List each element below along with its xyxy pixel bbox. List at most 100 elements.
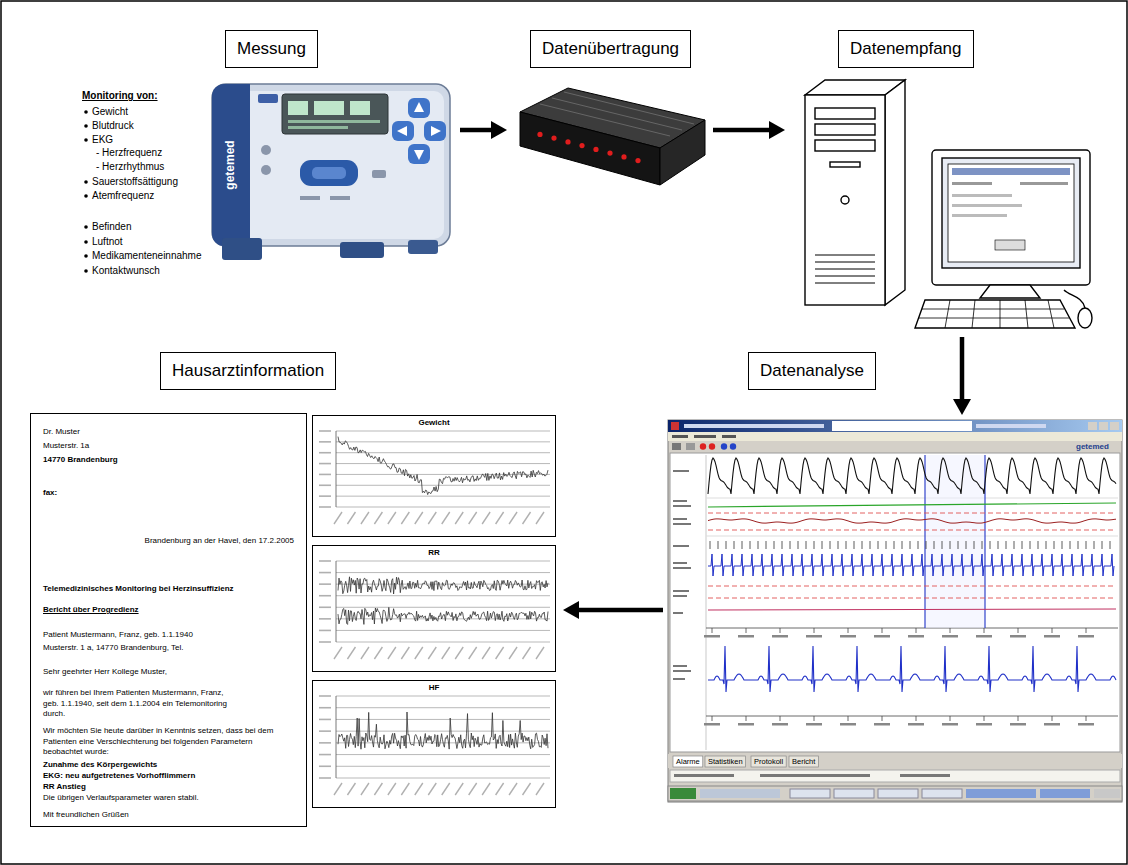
axis-tick-mark <box>319 430 331 432</box>
computer-part <box>1025 300 1028 328</box>
axis-tick-mark <box>319 441 331 443</box>
axis-tick-mark <box>319 606 331 608</box>
axis-tick-mark <box>319 474 331 476</box>
computer-part <box>932 150 1090 285</box>
software-screenshot-part <box>922 789 962 798</box>
axis-tick <box>1018 628 1019 633</box>
flow-arrow <box>563 601 663 619</box>
modem-part <box>607 151 612 156</box>
axis-tick-mark <box>319 730 331 732</box>
computer-part <box>952 194 1012 197</box>
date-tick-mark <box>523 647 531 659</box>
list-item-holder: EKG <box>92 134 113 146</box>
list-item-holder: Luftnot <box>92 236 123 248</box>
software-screenshot-part <box>673 562 687 564</box>
computer-part <box>972 300 975 328</box>
tab-shape <box>705 756 746 767</box>
modem-part <box>537 132 542 137</box>
axis-tick-mark <box>319 719 331 721</box>
list-bullet <box>84 180 88 184</box>
computer-part <box>1020 182 1068 185</box>
computer-part <box>815 124 875 135</box>
computer-part <box>980 285 1040 298</box>
computer-part <box>952 204 1022 207</box>
software-screenshot-part <box>670 788 696 799</box>
beat-marker <box>790 541 791 549</box>
software-screenshot-part <box>722 435 736 438</box>
date-tick-mark <box>334 512 342 524</box>
computer-part <box>1064 290 1085 308</box>
beat-marker <box>726 541 727 549</box>
letter-text: Telemedizinisches Monitoring bei Herzins… <box>43 584 294 595</box>
tab-label-holder: Protokoll <box>754 757 783 766</box>
monitoring-device-part <box>288 101 308 115</box>
date-tick-mark <box>469 647 477 659</box>
axis-tick <box>780 716 781 721</box>
tab-shape <box>751 756 786 767</box>
software-screenshot-part <box>976 424 1046 428</box>
list-bullet <box>84 124 88 128</box>
software-screenshot-part <box>673 545 689 547</box>
analysis-stage: Datenanalyse <box>668 420 1122 800</box>
computer-part <box>1078 308 1092 328</box>
tab-label: Bericht <box>792 757 815 766</box>
axis-tick <box>916 628 917 633</box>
date-tick-mark <box>536 647 544 659</box>
flow-arrow <box>713 121 785 139</box>
software-screenshot-part <box>706 498 1118 499</box>
monitoring-device-part <box>288 126 348 129</box>
monitoring-device-part <box>300 196 320 200</box>
computer-part <box>1000 300 1001 328</box>
list-bullet <box>84 240 88 244</box>
axis-line <box>336 431 337 507</box>
grid-line <box>336 431 550 432</box>
beat-marker <box>918 541 919 549</box>
monitoring-device-part <box>340 242 384 258</box>
software-screenshot-part <box>878 789 918 798</box>
date-tick-mark <box>415 647 423 659</box>
monitoring-device-part <box>424 121 446 141</box>
modem-part <box>635 158 640 163</box>
software-screenshot-part <box>673 505 691 507</box>
grid-line <box>336 441 550 442</box>
chart-series <box>338 577 548 594</box>
date-tick-mark <box>347 783 355 795</box>
monitoring-device-part <box>431 126 441 136</box>
axis-tick <box>712 716 713 721</box>
beat-marker <box>982 541 983 549</box>
monitoring-device-part <box>414 150 424 160</box>
axis-tick-mark <box>319 641 331 643</box>
axis-tick-mark <box>319 630 331 632</box>
computer-part <box>952 182 992 185</box>
date-tick-mark <box>455 512 463 524</box>
list-item: Atemfrequenz <box>92 190 154 202</box>
letter-text: Musterstr. 1 a, 14770 Brandenburg, Tel. <box>43 643 294 654</box>
computer-part <box>815 140 875 151</box>
axis-tick-mark <box>738 723 754 726</box>
chart-panel: RR <box>312 545 556 672</box>
beat-marker <box>1022 541 1023 549</box>
software-logo: getemed <box>1076 442 1109 452</box>
grid-line <box>336 766 550 767</box>
beat-marker <box>814 541 815 549</box>
tab-label: Alarme <box>676 757 700 766</box>
axis-tick <box>1018 716 1019 721</box>
date-tick-mark <box>509 783 517 795</box>
date-tick-mark <box>442 783 450 795</box>
axis-tick-mark <box>319 495 331 497</box>
flow-arrow <box>460 121 507 139</box>
beat-marker <box>1030 541 1031 549</box>
tab-label: Protokoll <box>754 757 783 766</box>
computer-part <box>948 164 1074 262</box>
software-screenshot-part <box>674 774 734 777</box>
axis-tick-mark <box>874 635 890 638</box>
list-item-holder: Kontaktwunsch <box>92 265 160 277</box>
beat-marker <box>1110 541 1111 549</box>
beat-marker <box>782 541 783 549</box>
chart-title: RR <box>313 546 555 558</box>
list-item: EKG <box>92 134 113 146</box>
date-tick-mark <box>374 783 382 795</box>
arrowhead <box>491 121 507 139</box>
arrow-shaft <box>577 608 663 613</box>
axis-tick-mark <box>942 635 958 638</box>
